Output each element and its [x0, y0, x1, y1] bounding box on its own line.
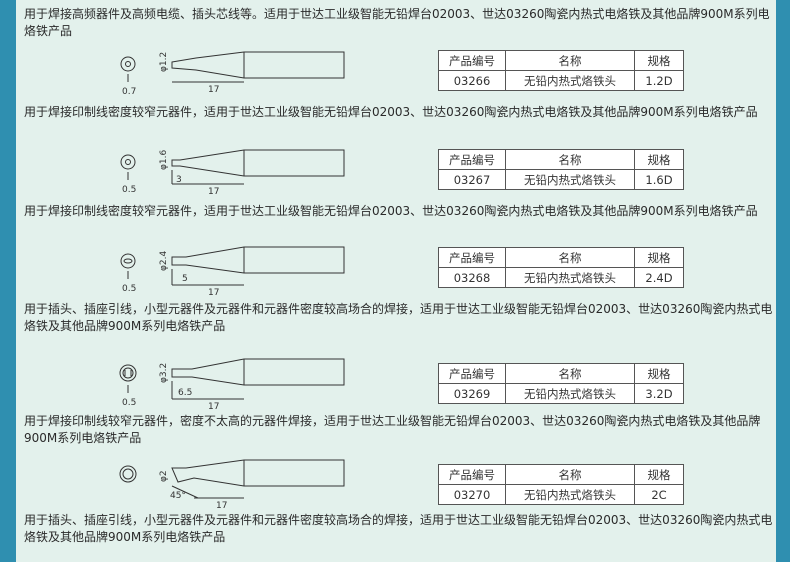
svg-text:0.5: 0.5 [122, 284, 136, 294]
header-code: 产品编号 [438, 363, 506, 384]
footer-description: 用于插头、插座引线，小型元器件及元器件和元器件密度较高场合的焊接，适用于世达工业… [24, 513, 773, 544]
header-spec: 规格 [634, 464, 684, 485]
product-code: 03268 [438, 267, 506, 288]
svg-text:6.5: 6.5 [178, 388, 192, 398]
tip-drawing-5: φ2 45° 17 [119, 459, 345, 511]
header-code: 产品编号 [438, 247, 506, 268]
header-spec: 规格 [634, 149, 684, 170]
header-code: 产品编号 [438, 464, 506, 485]
svg-text:φ1.6: φ1.6 [159, 149, 169, 170]
header-name: 名称 [505, 50, 635, 71]
product-name: 无铅内热式烙铁头 [505, 70, 635, 91]
svg-text:0.7: 0.7 [122, 87, 136, 97]
svg-text:φ2.4: φ2.4 [159, 250, 169, 271]
product-code: 03269 [438, 383, 506, 404]
header-name: 名称 [505, 363, 635, 384]
product-code: 03267 [438, 169, 506, 190]
spec-table: 产品编号 名称 规格 03268 无铅内热式烙铁头 2.4D [438, 247, 684, 288]
svg-text:17: 17 [208, 187, 219, 197]
product-code: 03270 [438, 484, 506, 505]
product-spec: 1.2D [634, 70, 684, 91]
header-name: 名称 [505, 247, 635, 268]
product-code: 03266 [438, 70, 506, 91]
tip-drawing-4: 0.5 φ3.2 6.5 17 [119, 358, 345, 412]
svg-text:0.5: 0.5 [122, 185, 136, 195]
product-spec: 3.2D [634, 383, 684, 404]
tip-drawing-1: 0.7 φ1.2 17 [120, 51, 345, 97]
product-spec: 2.4D [634, 267, 684, 288]
spec-table: 产品编号 名称 规格 03266 无铅内热式烙铁头 1.2D [438, 50, 684, 91]
product-spec: 1.6D [634, 169, 684, 190]
header-spec: 规格 [634, 247, 684, 268]
svg-text:45°: 45° [170, 491, 186, 501]
header-spec: 规格 [634, 363, 684, 384]
header-code: 产品编号 [438, 50, 506, 71]
product-spec: 2C [634, 484, 684, 505]
svg-text:φ2: φ2 [159, 470, 169, 482]
svg-text:3: 3 [176, 175, 182, 185]
header-spec: 规格 [634, 50, 684, 71]
tip-drawing-3: 0.5 φ2.4 5 17 [120, 246, 345, 298]
svg-text:0.5: 0.5 [122, 398, 136, 408]
svg-text:φ1.2: φ1.2 [159, 52, 169, 72]
spec-table: 产品编号 名称 规格 03269 无铅内热式烙铁头 3.2D [438, 363, 684, 404]
product-description: 用于插头、插座引线，小型元器件及元器件和元器件密度较高场合的焊接，适用于世达工业… [24, 302, 773, 333]
svg-text:17: 17 [216, 501, 227, 511]
product-description: 用于焊接印制线密度较窄元器件，适用于世达工业级智能无铅焊台02003、世达032… [24, 204, 758, 218]
svg-text:5: 5 [182, 274, 188, 284]
tip-drawing-2: 0.5 φ1.6 3 17 [120, 149, 345, 197]
spec-table: 产品编号 名称 规格 03267 无铅内热式烙铁头 1.6D [438, 149, 684, 190]
header-name: 名称 [505, 464, 635, 485]
spec-table: 产品编号 名称 规格 03270 无铅内热式烙铁头 2C [438, 464, 684, 505]
product-description: 用于焊接高频器件及高频电缆、插头芯线等。适用于世达工业级智能无铅焊台02003、… [24, 7, 770, 38]
product-description: 用于焊接印制线较窄元器件，密度不太高的元器件焊接，适用于世达工业级智能无铅焊台0… [24, 414, 761, 445]
svg-text:17: 17 [208, 402, 219, 412]
svg-text:17: 17 [208, 85, 219, 95]
product-name: 无铅内热式烙铁头 [505, 267, 635, 288]
product-name: 无铅内热式烙铁头 [505, 383, 635, 404]
product-panel: 用于焊接高频器件及高频电缆、插头芯线等。适用于世达工业级智能无铅焊台02003、… [16, 0, 776, 562]
svg-text:φ3.2: φ3.2 [159, 363, 169, 383]
product-name: 无铅内热式烙铁头 [505, 484, 635, 505]
svg-text:17: 17 [208, 288, 219, 298]
product-description: 用于焊接印制线密度较窄元器件，适用于世达工业级智能无铅焊台02003、世达032… [24, 105, 758, 119]
product-name: 无铅内热式烙铁头 [505, 169, 635, 190]
header-name: 名称 [505, 149, 635, 170]
header-code: 产品编号 [438, 149, 506, 170]
